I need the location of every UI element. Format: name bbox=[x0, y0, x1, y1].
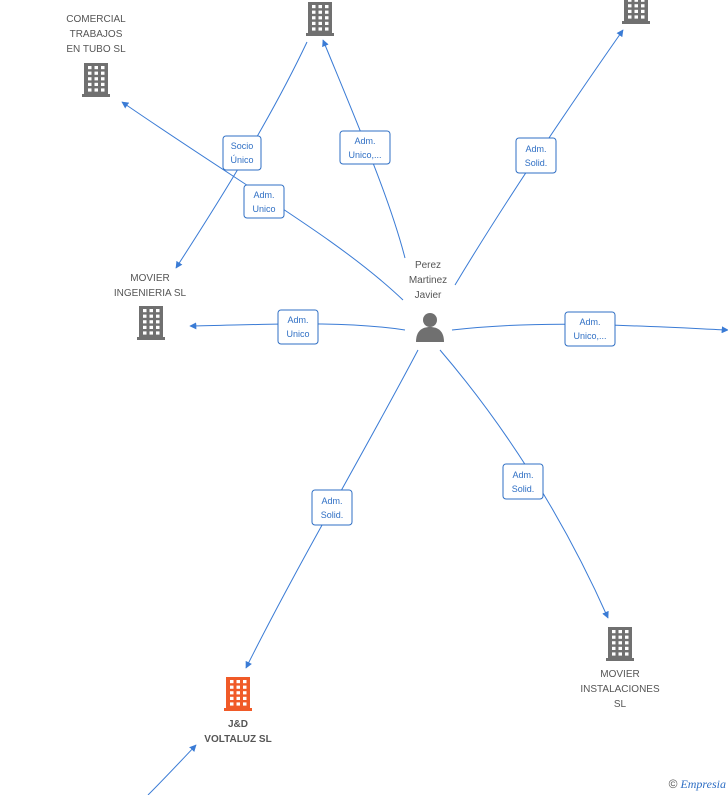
svg-text:Socio: Socio bbox=[231, 141, 254, 151]
svg-text:Adm.: Adm. bbox=[287, 315, 308, 325]
node-top-right[interactable] bbox=[622, 0, 650, 24]
svg-text:Javier: Javier bbox=[415, 290, 442, 301]
svg-text:Adm.: Adm. bbox=[354, 136, 375, 146]
svg-text:Unico: Unico bbox=[286, 329, 309, 339]
svg-text:Único: Único bbox=[230, 155, 253, 165]
svg-text:Adm.: Adm. bbox=[253, 190, 274, 200]
building-icon bbox=[622, 0, 650, 24]
svg-text:MOVIER: MOVIER bbox=[600, 669, 639, 680]
svg-text:VOLTALUZ SL: VOLTALUZ SL bbox=[204, 734, 271, 745]
edge-label-right[interactable]: Adm. Unico,... bbox=[564, 311, 616, 347]
svg-text:Unico: Unico bbox=[252, 204, 275, 214]
svg-text:INGENIERIA SL: INGENIERIA SL bbox=[114, 288, 187, 299]
svg-text:Perez: Perez bbox=[415, 260, 441, 271]
svg-text:Martinez: Martinez bbox=[409, 275, 447, 286]
building-icon bbox=[137, 306, 165, 340]
svg-text:EN TUBO SL: EN TUBO SL bbox=[66, 44, 126, 55]
edge-label-instalaciones[interactable]: Adm. Solid. bbox=[502, 463, 544, 500]
empresia-logo: Empresia bbox=[680, 777, 726, 791]
svg-text:Adm.: Adm. bbox=[525, 144, 546, 154]
building-icon bbox=[606, 627, 634, 661]
svg-text:Unico,...: Unico,... bbox=[348, 150, 381, 160]
building-icon bbox=[82, 63, 110, 97]
building-icon bbox=[306, 2, 334, 36]
node-center-person[interactable]: Perez Martinez Javier bbox=[409, 260, 447, 342]
edge-label-topcenter[interactable]: Adm. Unico,... bbox=[339, 130, 391, 165]
svg-text:Solid.: Solid. bbox=[512, 484, 535, 494]
edge-incoming-bottom[interactable] bbox=[147, 744, 197, 795]
nodes: COMERCIAL TRABAJOS EN TUBO SL MOVIER ING… bbox=[66, 0, 660, 745]
node-top-center[interactable] bbox=[306, 2, 334, 36]
empresia-watermark: © Empresia bbox=[669, 777, 726, 792]
node-comercial[interactable]: COMERCIAL TRABAJOS EN TUBO SL bbox=[66, 14, 126, 97]
edge-labels: Adm. Unico Adm. Unico,... Adm. Solid. So… bbox=[222, 130, 616, 526]
svg-text:MOVIER: MOVIER bbox=[130, 273, 169, 284]
svg-text:J&D: J&D bbox=[228, 719, 248, 730]
svg-text:Adm.: Adm. bbox=[321, 496, 342, 506]
node-movier-ingenieria[interactable]: MOVIER INGENIERIA SL bbox=[114, 273, 187, 340]
edge-label-voltaluz[interactable]: Adm. Solid. bbox=[311, 489, 353, 526]
svg-text:INSTALACIONES: INSTALACIONES bbox=[580, 684, 660, 695]
node-jd-voltaluz[interactable]: J&D VOLTALUZ SL bbox=[204, 677, 272, 745]
edge-label-ingenieria[interactable]: Adm. Unico bbox=[277, 309, 319, 345]
edges bbox=[121, 29, 728, 795]
node-movier-instalaciones[interactable]: MOVIER INSTALACIONES SL bbox=[580, 627, 660, 710]
edge-label-topright[interactable]: Adm. Solid. bbox=[515, 137, 557, 174]
edge-label-comercial[interactable]: Adm. Unico bbox=[243, 184, 285, 219]
edge-comercial[interactable] bbox=[121, 101, 404, 301]
building-icon bbox=[224, 677, 252, 711]
svg-text:SL: SL bbox=[614, 699, 627, 710]
svg-text:TRABAJOS: TRABAJOS bbox=[70, 29, 123, 40]
copyright-icon: © bbox=[668, 777, 678, 791]
edge-label-socio[interactable]: Socio Único bbox=[222, 135, 262, 171]
svg-text:Unico,...: Unico,... bbox=[573, 331, 606, 341]
svg-text:Adm.: Adm. bbox=[512, 470, 533, 480]
person-icon bbox=[416, 313, 444, 342]
svg-text:Solid.: Solid. bbox=[321, 510, 344, 520]
svg-text:Solid.: Solid. bbox=[525, 158, 548, 168]
svg-text:COMERCIAL: COMERCIAL bbox=[66, 14, 126, 25]
svg-text:Adm.: Adm. bbox=[579, 317, 600, 327]
